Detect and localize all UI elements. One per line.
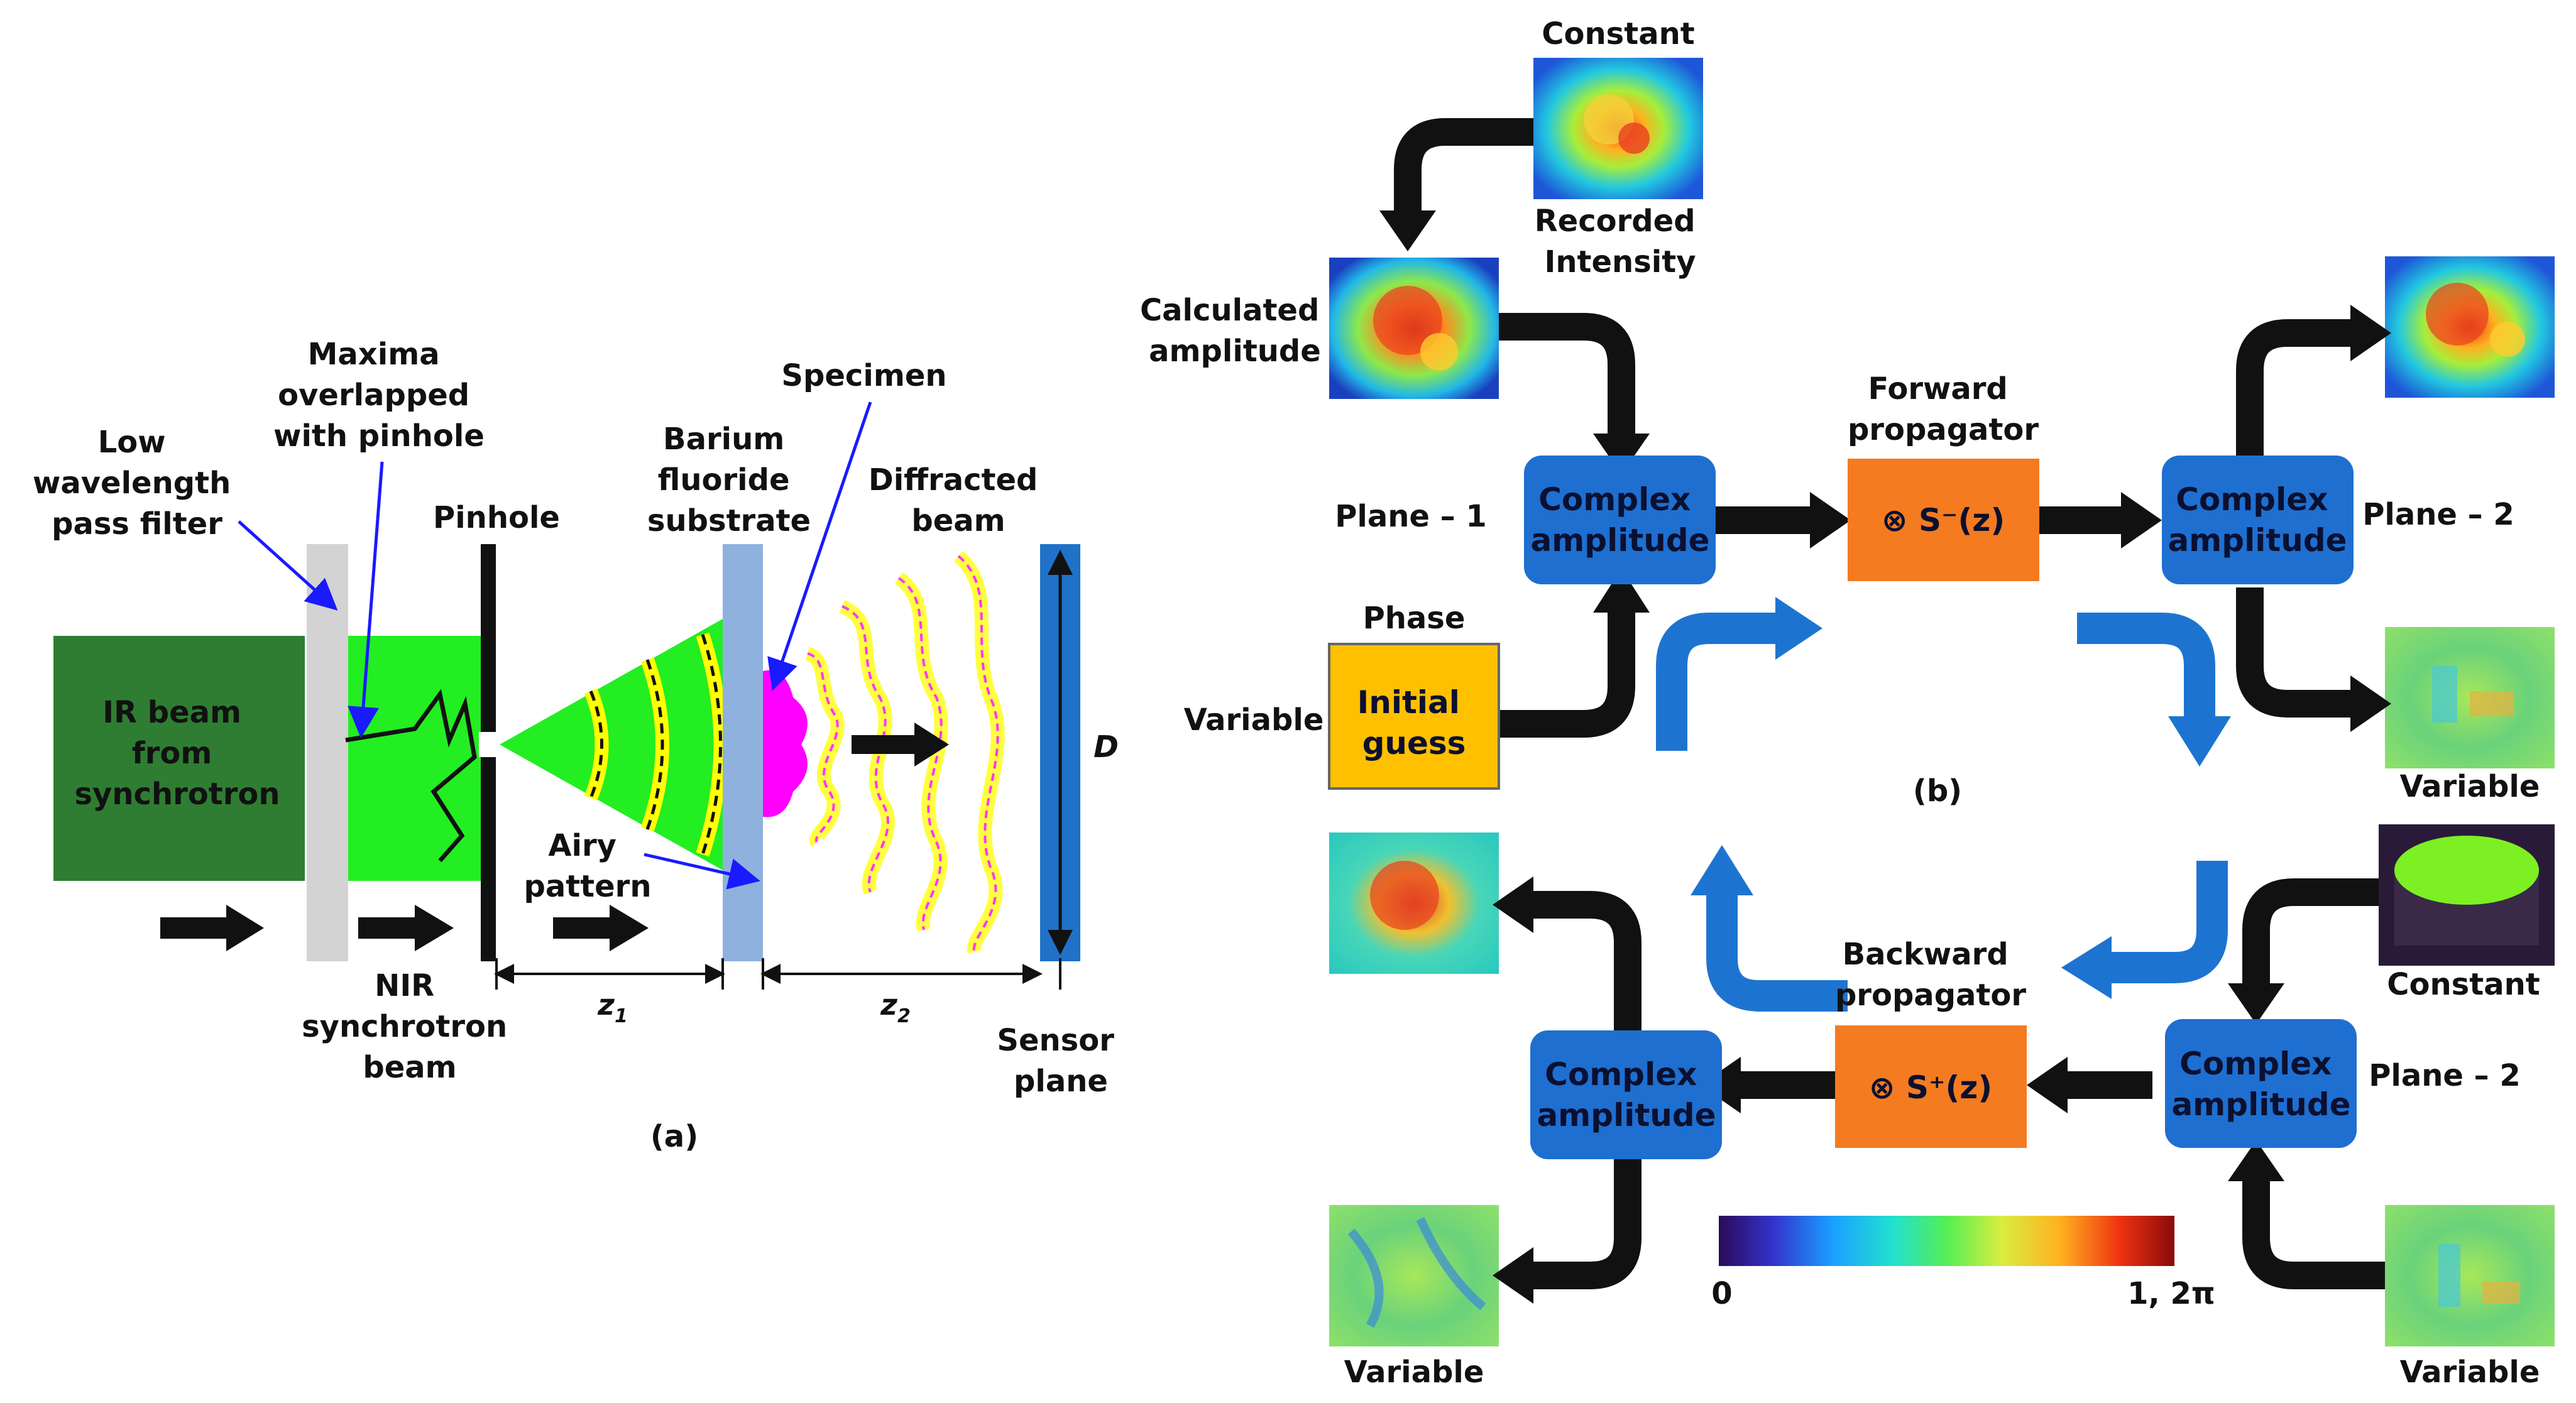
svg-text:Complex amplitude: Complex amplitude xyxy=(1530,481,1709,559)
phase-label: Phase xyxy=(1363,601,1466,636)
substrate-label: Barium fluoride substrate xyxy=(647,422,811,538)
complex-amplitude-plane1-box xyxy=(1524,456,1716,584)
constant-cylinder-image xyxy=(2379,824,2555,966)
barium-fluoride-substrate xyxy=(723,544,763,961)
panel-a: IR beam from synchrotron xyxy=(33,337,1124,1154)
plane2-amplitude-image xyxy=(2385,256,2555,398)
recorded-intensity-label: Recorded Intensity xyxy=(1535,204,1706,280)
complex-amplitude-plane2-bottom-box xyxy=(2165,1019,2357,1148)
beam-arrow-1 xyxy=(226,905,264,951)
nir-label: NIR synchrotron beam xyxy=(302,968,518,1085)
low-pass-filter xyxy=(307,544,348,961)
pinhole-label: Pinhole xyxy=(433,500,560,535)
pinhole-aperture xyxy=(479,732,498,757)
svg-text:Initial guess: Initial guess xyxy=(1357,684,1471,762)
variable-input-image xyxy=(2385,1205,2555,1346)
variable-bottom-right-label: Variable xyxy=(2400,1355,2540,1390)
maxima-label: Maxima overlapped with pinhole xyxy=(273,337,485,454)
ir-beam-label: IR beam from synchrotron xyxy=(74,695,280,812)
flow-arrows xyxy=(1394,118,2385,1289)
complex-amplitude-backward-box xyxy=(1530,1030,1722,1159)
variable-right-top-label: Variable xyxy=(2400,769,2540,804)
colorbar xyxy=(1719,1216,2174,1266)
plane1-label: Plane – 1 xyxy=(1335,499,1487,534)
ir-beam-block xyxy=(53,636,305,881)
backward-propagator-box xyxy=(1835,1025,2027,1148)
z2-label: z2 xyxy=(880,988,911,1027)
plane2-top-label: Plane – 2 xyxy=(2362,497,2514,532)
forward-propagator-label: Forward propagator xyxy=(1848,371,2039,447)
forward-propagator-box xyxy=(1848,459,2039,581)
variable-bottom-left-label: Variable xyxy=(1344,1355,1484,1390)
calculated-amplitude-image xyxy=(1329,258,1499,399)
svg-text:Complex amplitude: Complex amplitude xyxy=(2171,1045,2350,1123)
plane2-phase-image xyxy=(2385,627,2555,768)
beam-arrow-3 xyxy=(610,905,649,951)
caption-b: (b) xyxy=(1913,773,1962,809)
complex-amplitude-plane2-box xyxy=(2162,456,2354,584)
colorbar-max: 1, 2π xyxy=(2127,1276,2215,1311)
constant-right-label: Constant xyxy=(2387,967,2540,1002)
z1-label: z1 xyxy=(597,988,628,1027)
plane2-bottom-label: Plane – 2 xyxy=(2369,1058,2521,1093)
caption-a: (a) xyxy=(650,1119,698,1154)
cycle-arrowheads xyxy=(1691,597,2231,999)
d-label: D xyxy=(1093,729,1119,765)
airy-fringe-3 xyxy=(696,632,728,857)
backward-op: ⊗ S⁺(z) xyxy=(1869,1069,1993,1106)
diffracted-wave-4 xyxy=(953,550,1005,954)
cycle-arrows xyxy=(1656,613,2228,1012)
airy-label: Airy pattern xyxy=(523,828,651,904)
specimen xyxy=(763,670,808,817)
diffracted-arrow xyxy=(914,723,949,767)
recorded-intensity-image xyxy=(1533,58,1703,199)
initial-guess-box xyxy=(1328,643,1500,790)
svg-text:Complex amplitude: Complex amplitude xyxy=(2168,481,2347,559)
flow-arrowheads xyxy=(1379,210,2391,1304)
forward-op: ⊗ S⁻(z) xyxy=(1882,502,2005,538)
calculated-amplitude-label: Calculated amplitude xyxy=(1140,293,1330,369)
maxima-zigzag xyxy=(345,689,477,863)
backward-amplitude-image xyxy=(1329,833,1499,974)
filter-label: Low wavelength pass filter xyxy=(33,425,241,542)
sensor-label: Sensor plane xyxy=(997,1023,1124,1099)
airy-cone xyxy=(500,619,723,870)
specimen-label: Specimen xyxy=(781,358,946,393)
diffracted-label: Diffracted beam xyxy=(869,462,1048,538)
colorbar-min: 0 xyxy=(1711,1276,1732,1311)
backward-phase-image xyxy=(1329,1205,1499,1346)
panel-b: Complex amplitude ⊗ S⁻(z) Complex amplit… xyxy=(1140,16,2555,1390)
svg-text:Complex amplitude: Complex amplitude xyxy=(1537,1056,1716,1133)
backward-propagator-label: Backward propagator xyxy=(1835,937,2026,1013)
constant-top-label: Constant xyxy=(1542,16,1694,52)
nir-beam-region xyxy=(343,636,481,881)
variable-left-label: Variable xyxy=(1184,702,1324,738)
beam-arrow-2 xyxy=(415,905,454,951)
